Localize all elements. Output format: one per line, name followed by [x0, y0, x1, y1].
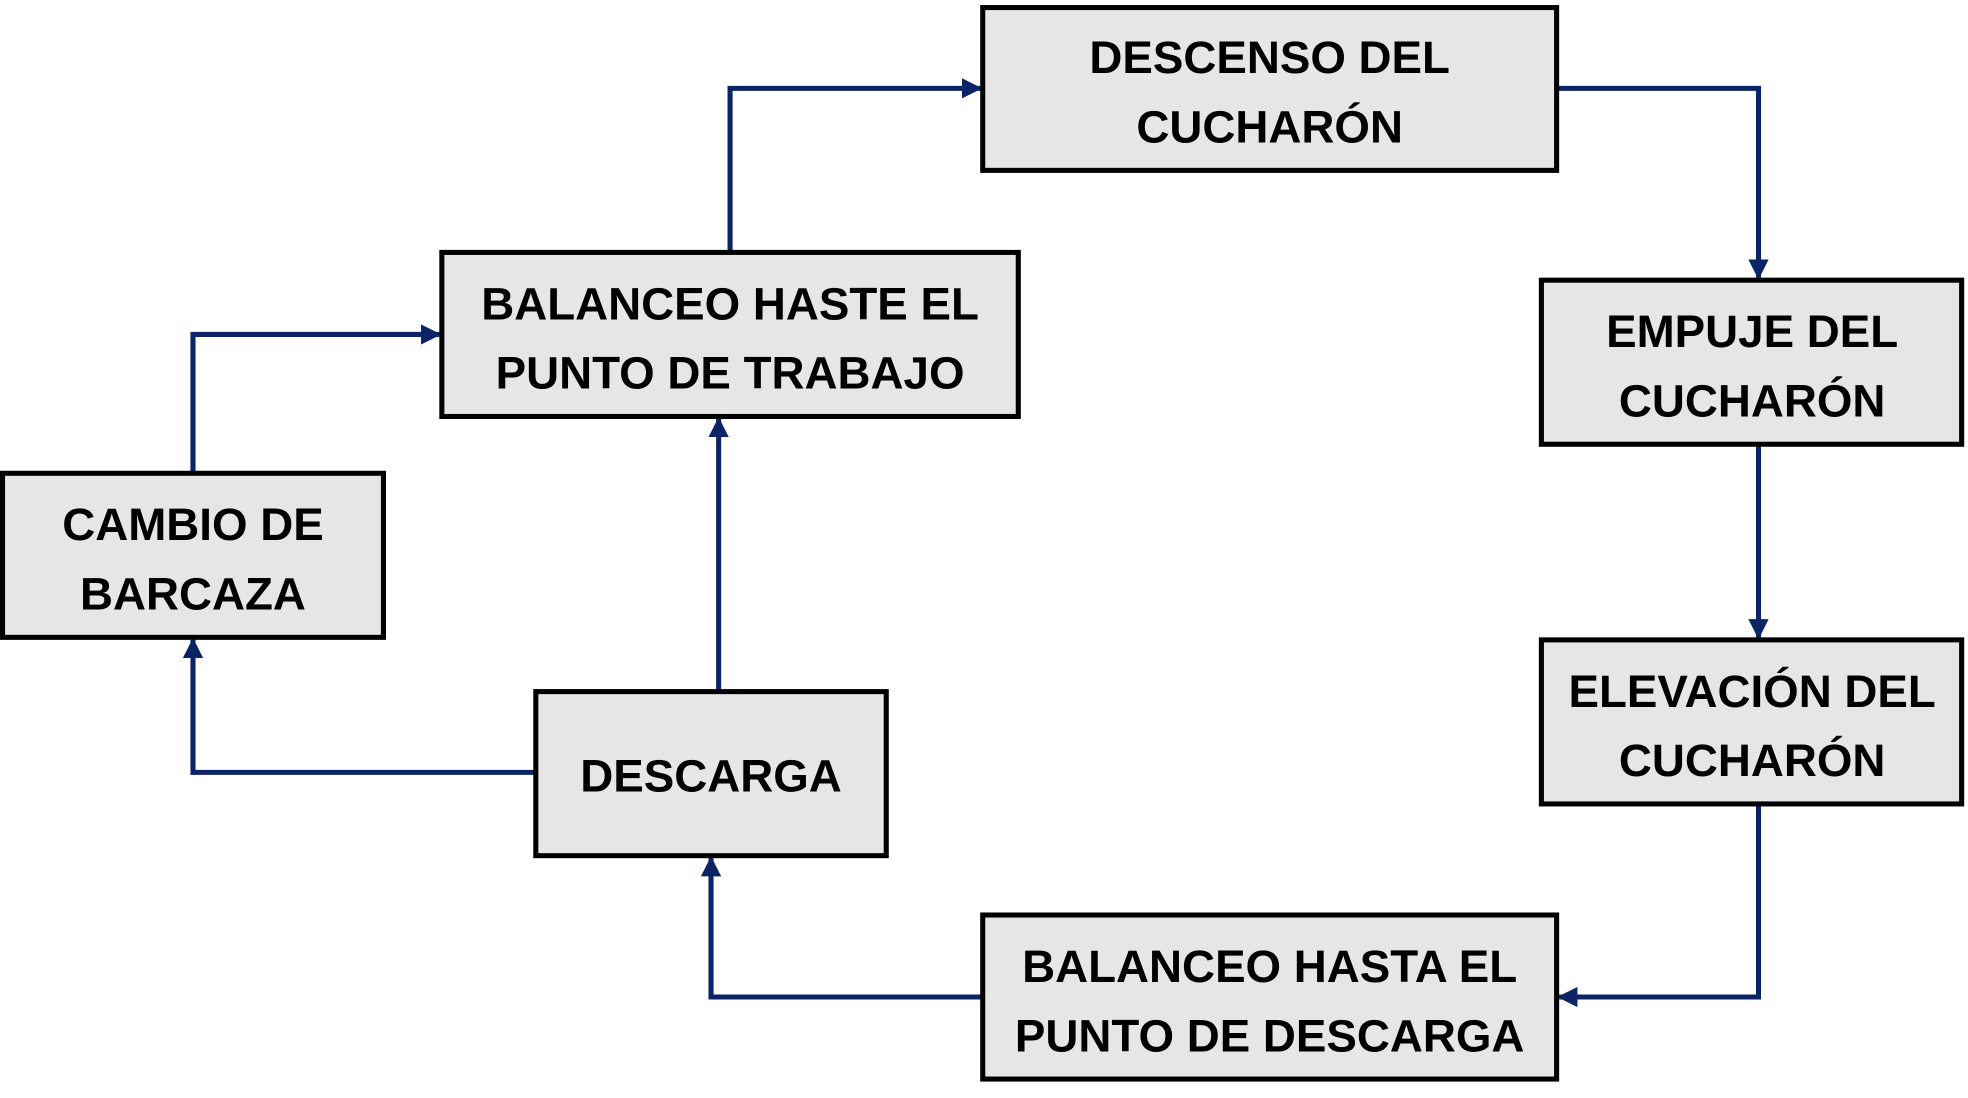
node-descenso: DESCENSO DEL CUCHARÓN — [980, 5, 1560, 173]
svg-text:PUNTO DE TRABAJO: PUNTO DE TRABAJO — [496, 348, 965, 399]
arrow-descenso-to-empuje — [1556, 85, 1769, 280]
node-label: BARCAZA — [80, 569, 306, 620]
svg-text:BARCAZA: BARCAZA — [80, 569, 306, 620]
arrow-elevacion-to-balanceo-descarga — [1557, 803, 1762, 1008]
node-label: CAMBIO DE — [62, 499, 324, 550]
svg-text:DESCARGA: DESCARGA — [580, 750, 842, 801]
arrow-cambio-to-trabajo — [190, 324, 442, 474]
node-label: CUCHARÓN — [1136, 101, 1403, 153]
node-empuje: EMPUJE DEL CUCHARÓN — [1538, 277, 1965, 447]
svg-text:ELEVACIÓN DEL: ELEVACIÓN DEL — [1568, 665, 1935, 717]
node-elevacion: ELEVACIÓN DEL CUCHARÓN — [1538, 637, 1965, 807]
node-label: CUCHARÓN — [1619, 734, 1886, 786]
svg-text:CAMBIO DE: CAMBIO DE — [62, 499, 324, 550]
node-descarga: DESCARGA — [533, 689, 889, 859]
svg-text:BALANCEO HASTE EL: BALANCEO HASTE EL — [481, 278, 979, 329]
node-label: ELEVACIÓN DEL — [1568, 665, 1935, 717]
node-label: DESCENSO DEL — [1089, 32, 1450, 83]
node-label: BALANCEO HASTA EL — [1022, 941, 1517, 992]
arrow-balanceo-descarga-to-descarga — [700, 856, 983, 1000]
node-label: PUNTO DE DESCARGA — [1015, 1010, 1525, 1061]
svg-text:CUCHARÓN: CUCHARÓN — [1136, 101, 1403, 153]
svg-text:BALANCEO HASTA EL: BALANCEO HASTA EL — [1022, 941, 1517, 992]
node-label: DESCARGA — [580, 750, 842, 801]
svg-text:PUNTO DE DESCARGA: PUNTO DE DESCARGA — [1015, 1010, 1525, 1061]
arrow-trabajo-to-descenso — [727, 78, 983, 253]
svg-text:DESCENSO DEL: DESCENSO DEL — [1089, 32, 1450, 83]
node-label: PUNTO DE TRABAJO — [496, 348, 965, 399]
node-balanceo-descarga: BALANCEO HASTA EL PUNTO DE DESCARGA — [980, 912, 1560, 1082]
node-label: BALANCEO HASTE EL — [481, 278, 979, 329]
svg-text:CUCHARÓN: CUCHARÓN — [1619, 734, 1886, 786]
node-cambio: CAMBIO DE BARCAZA — [0, 470, 386, 640]
node-label: CUCHARÓN — [1619, 375, 1886, 427]
node-balanceo-trabajo: BALANCEO HASTE EL PUNTO DE TRABAJO — [439, 249, 1021, 420]
node-label: EMPUJE DEL — [1606, 306, 1898, 357]
svg-text:EMPUJE DEL: EMPUJE DEL — [1606, 306, 1898, 357]
svg-text:CUCHARÓN: CUCHARÓN — [1619, 375, 1886, 427]
arrow-descarga-to-cambio — [182, 637, 536, 775]
